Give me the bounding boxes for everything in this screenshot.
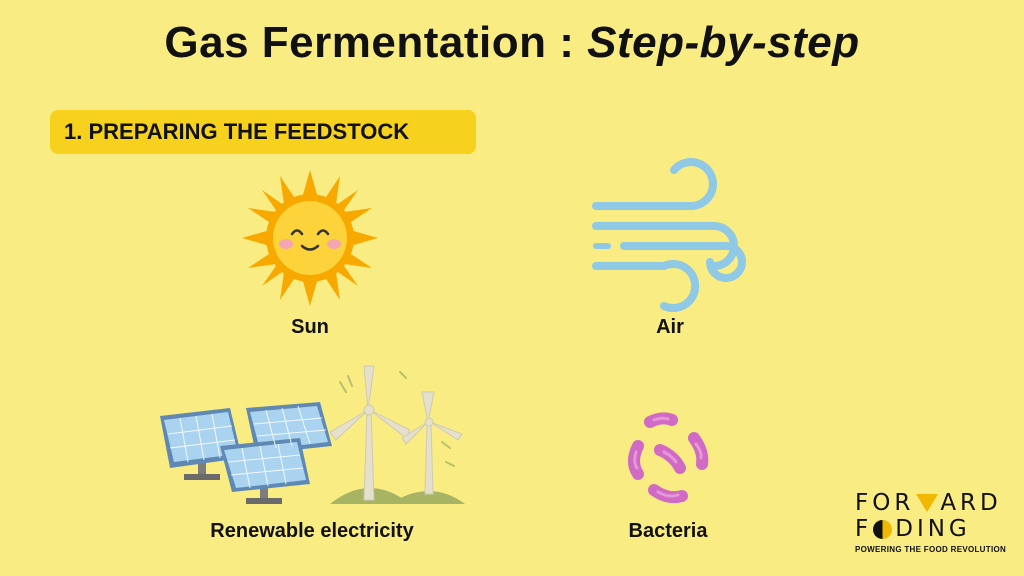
solar-panels-wind-turbines-icon [160,365,465,504]
air-label: Air [656,316,684,338]
title-emphasis: Step-by-step [587,18,860,67]
step-label: 1. PREPARING THE FEEDSTOCK [64,119,410,144]
title-main: Gas Fermentation : [164,18,588,67]
logo-circle-mark [873,519,893,539]
wind-icon [592,158,746,312]
renewable-electricity-label: Renewable electricity [210,520,414,542]
page-title: Gas Fermentation : Step-by-step [0,18,1024,68]
step-badge: 1. PREPARING THE FEEDSTOCK [50,110,476,154]
logo-line-2: F DING [855,516,1015,542]
logo-text-f: F [855,516,873,542]
logo-text-for: FOR [855,490,915,516]
forward-fooding-logo: FOR ARD F DING POWERING THE FOOD REVOLUTIO… [855,490,1015,554]
logo-text-ard: ARD [940,490,1002,516]
sun-label: Sun [291,316,329,338]
bacteria-icon [628,412,709,504]
logo-line-1: FOR ARD [855,490,1015,516]
bacteria-label: Bacteria [628,520,708,542]
logo-tagline: POWERING THE FOOD REVOLUTION [855,545,1007,554]
logo-text-ding: DING [895,516,971,542]
sun-rays [242,170,378,306]
sun-icon [242,170,378,306]
logo-triangle-mark [916,494,939,512]
